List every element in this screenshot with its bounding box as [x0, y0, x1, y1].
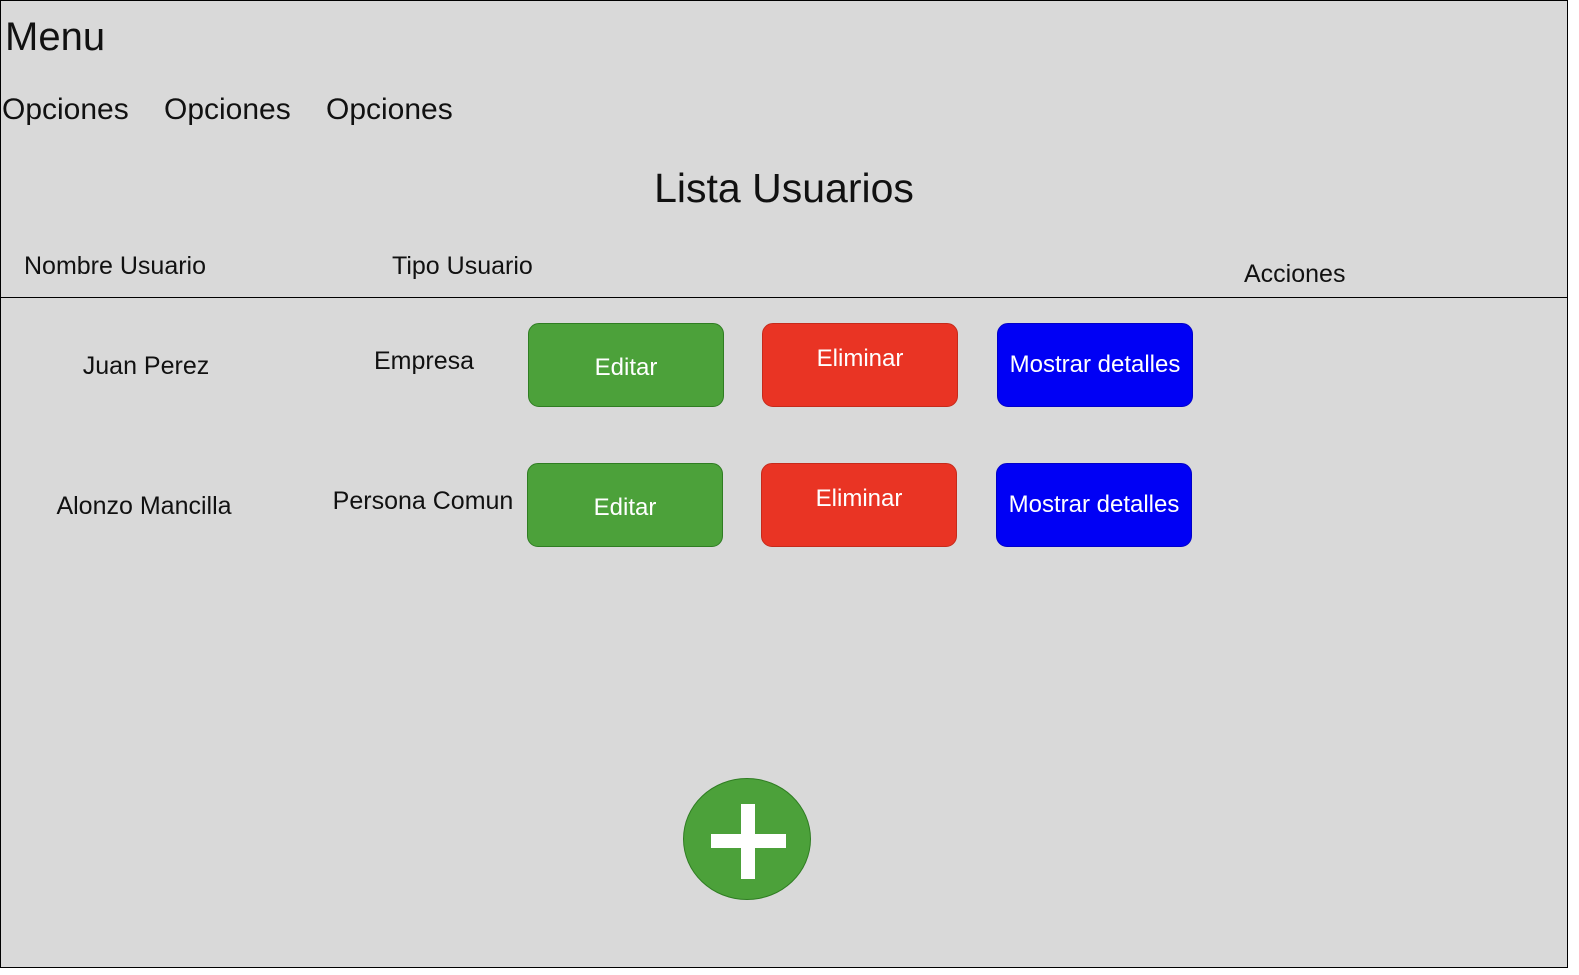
delete-button[interactable]: Eliminar	[761, 463, 957, 547]
user-type: Persona Comun	[332, 487, 514, 515]
delete-button[interactable]: Eliminar	[762, 323, 958, 407]
user-type: Empresa	[373, 347, 475, 375]
edit-button[interactable]: Editar	[527, 463, 723, 547]
user-name: Juan Perez	[82, 352, 210, 380]
add-user-button[interactable]	[683, 778, 811, 900]
menu-option-1[interactable]: Opciones	[2, 93, 129, 126]
show-details-button[interactable]: Mostrar detalles	[996, 463, 1192, 547]
table-row: Juan Perez Empresa Editar Eliminar Mostr…	[1, 323, 1567, 411]
column-header-type: Tipo Usuario	[392, 252, 533, 280]
plus-icon	[711, 804, 786, 879]
page-title: Lista Usuarios	[654, 165, 914, 211]
show-details-button[interactable]: Mostrar detalles	[997, 323, 1193, 407]
user-name: Alonzo Mancilla	[56, 492, 232, 520]
menu-option-2[interactable]: Opciones	[164, 93, 291, 126]
edit-button[interactable]: Editar	[528, 323, 724, 407]
table-row: Alonzo Mancilla Persona Comun Editar Eli…	[1, 463, 1567, 551]
column-header-actions: Acciones	[1244, 260, 1346, 288]
menu-option-3[interactable]: Opciones	[326, 93, 453, 126]
menu-title: Menu	[5, 15, 106, 59]
column-header-name: Nombre Usuario	[24, 252, 207, 280]
header-divider	[1, 297, 1567, 298]
